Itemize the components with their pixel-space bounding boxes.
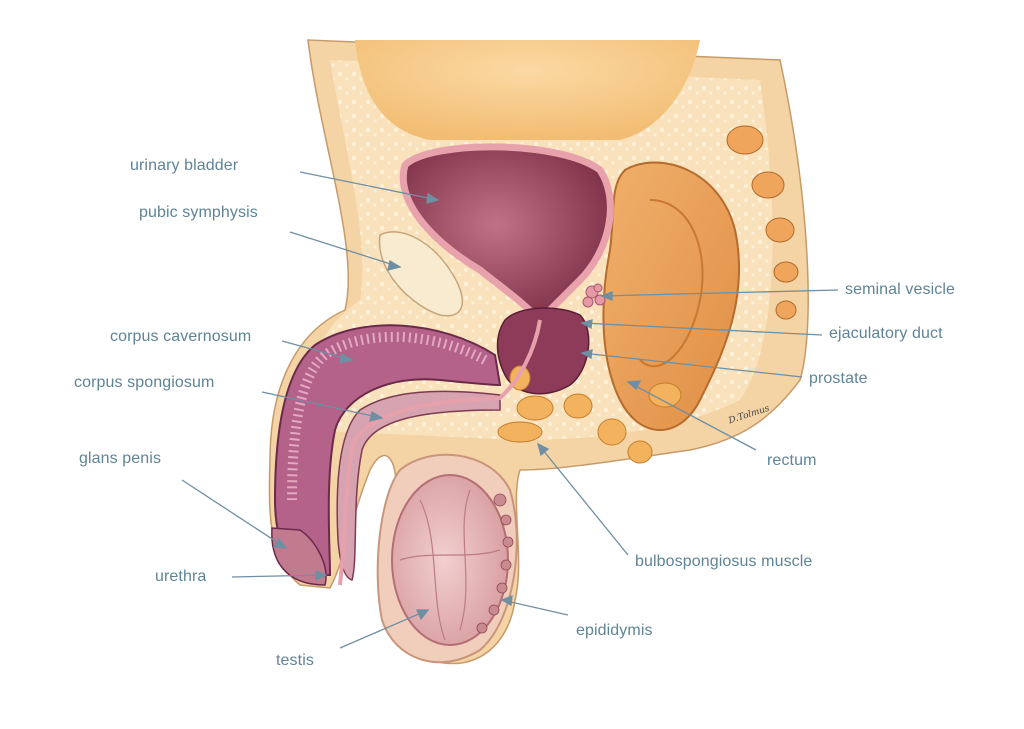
label-corpus-spongiosum: corpus spongiosum (74, 374, 215, 391)
epididymis (476, 493, 514, 634)
rectum (602, 161, 740, 431)
abdominal-cavity (355, 40, 700, 140)
pubic-symphysis (378, 231, 464, 317)
leader-lines (181, 171, 839, 649)
label-glans-penis: glans penis (79, 450, 162, 467)
label-ejaculatory-duct: ejaculatory duct (829, 325, 943, 342)
testis (391, 474, 509, 646)
label-pubic-symphysis: pubic symphysis (139, 204, 258, 221)
urinary-bladder (399, 143, 614, 325)
label-epididymis: epididymis (576, 622, 653, 639)
label-prostate: prostate (809, 370, 868, 387)
label-bulbospongiosus-muscle: bulbospongiosus muscle (635, 553, 813, 570)
pelvic-floor-glands (497, 365, 682, 464)
label-seminal-vesicle: seminal vesicle (845, 281, 955, 298)
glans-penis (271, 527, 327, 586)
label-urinary-bladder: urinary bladder (130, 157, 239, 174)
label-urethra: urethra (155, 568, 207, 585)
label-corpus-cavernosum: corpus cavernosum (110, 328, 252, 345)
label-rectum: rectum (767, 452, 817, 469)
sacrum (726, 125, 799, 320)
label-testis: testis (276, 652, 314, 669)
seminal-vesicle (582, 283, 606, 308)
urethra-path (338, 319, 542, 586)
corpus-spongiosum (336, 390, 501, 581)
